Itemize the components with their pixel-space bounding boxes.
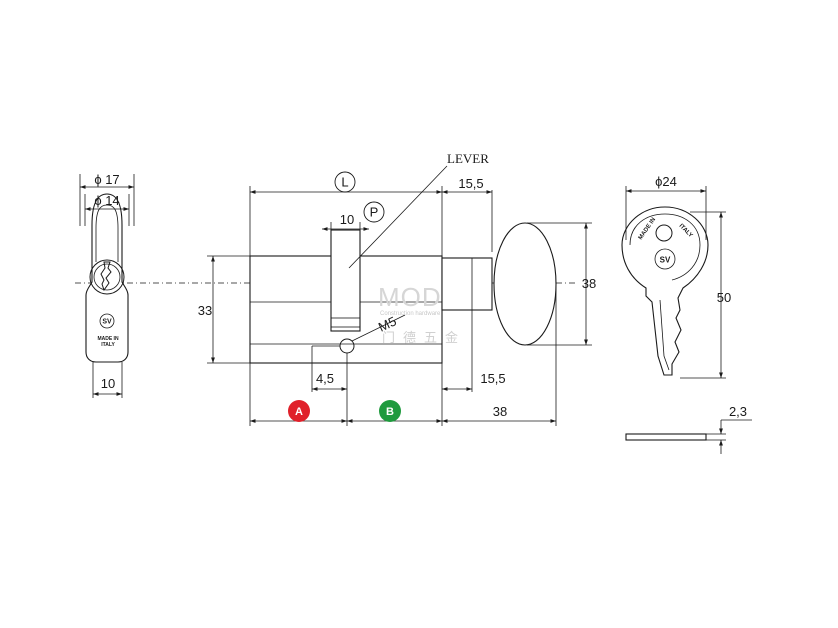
profile-end-view: SV MADE IN ITALY ϕ 17 ϕ 14 10 — [79, 172, 135, 398]
lever-label: LEVER — [447, 151, 489, 166]
thumb-knob — [493, 222, 557, 346]
svg-text:SV: SV — [102, 319, 112, 326]
dim-screw-offset: 4,5 — [316, 371, 334, 386]
key-thickness-strip — [625, 433, 707, 441]
badge-a: A — [288, 400, 310, 422]
dim-cam-width: 10 — [340, 212, 354, 227]
key-outline — [621, 206, 709, 376]
dim-key-length: 50 — [717, 290, 731, 305]
dim-knob-offset-top: 15,5 — [458, 176, 483, 191]
svg-text:门德五金: 门德五金 — [382, 330, 466, 346]
position-symbol: P — [370, 205, 379, 220]
key-hole — [655, 224, 673, 242]
stamp-italy: ITALY — [101, 342, 115, 348]
stamp-logo: SV — [99, 313, 115, 329]
knob-shaft — [441, 257, 493, 311]
svg-text:MOD: MOD — [378, 282, 442, 312]
dim-profile-outer-dia: ϕ 17 — [94, 172, 119, 187]
key-view: SV MADE IN ITALY ϕ24 50 2,3 — [621, 174, 752, 454]
thread-label: M5 — [376, 313, 399, 334]
profile-outline — [85, 193, 129, 363]
watermark: MOD Construction hardware 门德五金 — [378, 282, 466, 346]
dim-knob-offset-bottom: 15,5 — [480, 371, 505, 386]
cylinder-side-view: L 15,5 10 P LEVER 33 M5 4,5 15,5 — [198, 151, 596, 426]
badge-b: B — [379, 400, 401, 422]
svg-text:B: B — [386, 406, 394, 418]
dim-knob-height: 38 — [582, 276, 596, 291]
keyway-icon — [100, 261, 112, 292]
stamp-made-in: MADE IN — [97, 336, 119, 342]
dim-key-head-dia: ϕ24 — [655, 174, 677, 189]
length-symbol-circle — [334, 171, 356, 193]
position-symbol-circle — [363, 201, 385, 223]
dim-knob-length: 38 — [493, 404, 507, 419]
svg-text:Construction hardware: Construction hardware — [380, 311, 441, 317]
plug-circle — [89, 259, 125, 295]
svg-text:SV: SV — [660, 256, 671, 265]
length-symbol: L — [341, 175, 348, 190]
dim-body-height: 33 — [198, 303, 212, 318]
svg-text:A: A — [295, 406, 303, 418]
dim-profile-width: 10 — [101, 376, 115, 391]
key-stamp-logo: SV — [654, 248, 676, 270]
cam-lever — [330, 229, 361, 332]
dim-key-thickness: 2,3 — [729, 404, 747, 419]
dim-profile-inner-dia: ϕ 14 — [94, 193, 119, 208]
